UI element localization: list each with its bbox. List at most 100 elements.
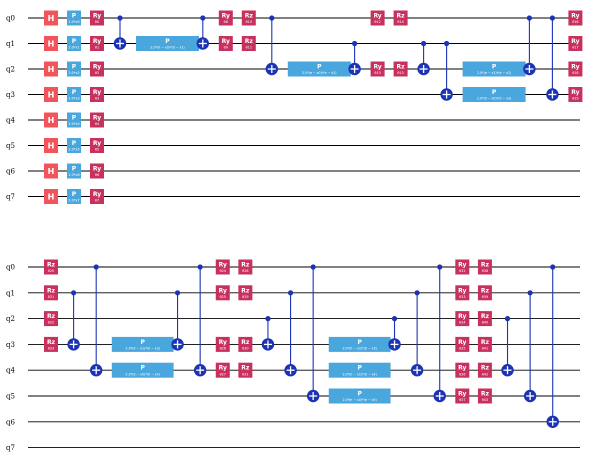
gate-label: P [357,365,362,372]
gate-label: Ry [222,38,230,45]
qubit-label: q2 [6,66,15,74]
gate-h: H [44,10,58,26]
qubit-label: q6 [6,418,15,426]
gate-label: Rz [481,287,490,294]
qubit-label: q4 [6,117,15,125]
gate-box [44,61,58,77]
gate-parameter: θ35 [459,347,465,351]
gate-parameter: θ23 [48,347,54,351]
gate-label: P [317,64,322,71]
qubit-label: q0 [6,264,15,272]
gate-parameter: θ31 [242,372,248,376]
gate-parameter: θ26 [220,347,226,351]
gate-box [455,259,470,275]
gate-p: P2.0*x1 [67,36,81,51]
gate-box [90,163,104,179]
gate-label: Ry [373,13,381,20]
gate-label: P [72,140,77,147]
gate-box [455,336,470,352]
gate-box [477,259,492,275]
gate-label: P [492,64,497,71]
cnot-control-dot [269,15,275,21]
gate-label: P [140,339,145,346]
gate-parameter: θ17 [572,46,578,50]
gate-p: P2.0*(π − x1)*(π − x2) [462,61,526,77]
gate-box [67,138,81,153]
gate-label: Rz [241,287,250,294]
gate-box [111,362,174,378]
gate-label: P [357,391,362,398]
cnot-control-dot [414,290,420,296]
cnot-control-dot [197,264,203,270]
gate-label: Rz [241,262,250,269]
gate-label: P [140,365,145,372]
gate-p: P2.0*(π − x2)*(π − x3) [328,336,391,352]
gate-box [241,36,256,51]
gate-parameter: θ30 [242,347,248,351]
cnot-control-dot [352,40,358,47]
gate-parameter: 2.0*x1 [68,46,79,50]
gate-label: Ry [571,38,579,45]
qubit-label: q6 [6,168,15,176]
gate-parameter: θ5 [95,148,99,152]
gate-parameter: θ42 [482,372,488,376]
gate-p: P2.0*(π − x1)*(π − x4) [328,362,391,378]
cnot-control-dot [174,290,181,296]
gate-parameter: θ36 [459,372,465,376]
gate-label: Rz [481,313,490,320]
gate-parameter: θ34 [459,321,465,325]
gate-label: Rz [397,13,406,20]
gate-parameter: θ38 [482,269,488,273]
circuit-row-top: q0q1q2q3q4q5q6q7HHHHHHHHP2.0*x0P2.0*x1P2… [6,10,583,204]
gate-parameter: 2.0*x4 [68,122,79,126]
gate-box [44,163,58,179]
cnot-control-dot [527,290,533,296]
gate-box [44,138,58,153]
gate-h: H [44,36,58,51]
cnot-control-dot [200,15,206,21]
gate-box [44,112,58,128]
gate-parameter: θ14 [397,20,403,24]
gate-label: Rz [47,339,56,346]
gate-label: Rz [481,339,490,346]
gate-p: P2.0*(π − x0)*(π − x4) [111,362,174,378]
gate-parameter: θ13 [374,71,380,75]
gate-box [67,36,81,51]
gate-label: Rz [245,38,254,45]
gate-label: Ry [93,13,101,20]
gate-parameter: θ20 [48,269,54,273]
gate-label: H [48,116,55,125]
gate-box [328,362,391,378]
gate-parameter: θ24 [220,269,226,273]
gate-p: P2.0*x0 [67,10,81,26]
gate-label: P [165,38,170,45]
gate-label: Ry [219,287,227,294]
gate-parameter: 2.0*(π − x1)*(π − x4) [343,372,377,376]
gate-label: Rz [47,262,56,269]
gate-label: Ry [93,38,101,45]
gate-label: Ry [93,166,101,173]
gate-parameter: θ15 [397,71,403,75]
qubit-label: q3 [6,91,15,99]
gate-box [67,10,81,26]
cnot-control-dot [549,15,556,21]
gate-box [568,87,583,102]
gate-box [568,36,583,51]
gate-label: Ry [93,191,101,198]
gate-label: P [72,191,77,198]
gate-parameter: θ37 [459,398,465,402]
gate-label: Rz [241,365,250,372]
